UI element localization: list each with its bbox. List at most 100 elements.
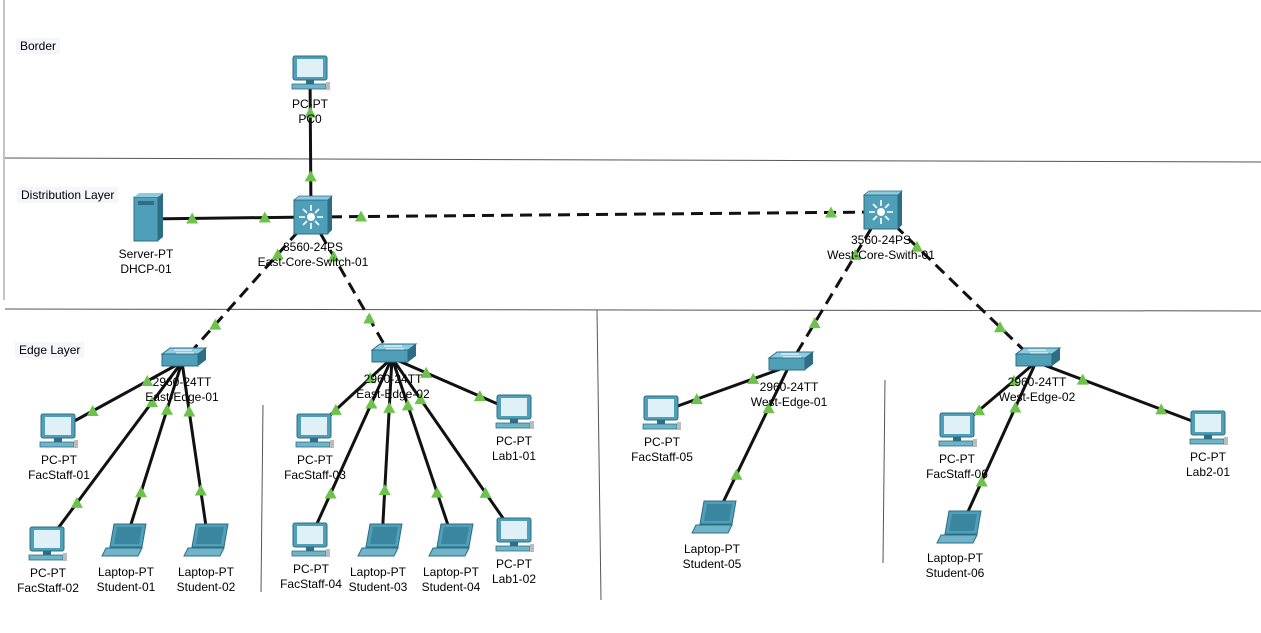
link-east_edge_02-student_03[interactable]: [380, 357, 394, 541]
port-up-indicator-facstaff_03-to: [329, 403, 342, 415]
device-facstaff-04[interactable]: [291, 522, 331, 558]
link-east_edge_01-student_02[interactable]: [180, 361, 210, 541]
device-name: FacStaff-04: [280, 577, 342, 591]
device-model: 2960-24TT: [1007, 375, 1067, 389]
device-student-03[interactable]: [357, 523, 403, 557]
port-up-indicator-west_core-to: [825, 206, 838, 218]
device-label-dhcp01: Server-PT DHCP-01: [119, 247, 174, 277]
device-east-edge-02[interactable]: [371, 343, 417, 363]
device-facstaff-03[interactable]: [295, 413, 335, 449]
laptop-icon: [357, 523, 403, 557]
link-west_edge_02-lab2_01[interactable]: [1035, 360, 1209, 429]
device-label-lab2-01: PC-PT Lab2-01: [1186, 450, 1230, 480]
link-dhcp01-east_core[interactable]: [145, 215, 312, 221]
device-label-student-02: Laptop-PT Student-02: [177, 565, 236, 595]
pc-icon: [291, 55, 331, 91]
device-facstaff-01[interactable]: [39, 413, 79, 449]
device-name: Student-05: [682, 557, 742, 571]
separator-east-edge: [260, 404, 264, 593]
pc-icon: [642, 395, 682, 431]
device-dhcp01[interactable]: [133, 192, 164, 242]
device-lab2-01[interactable]: [1189, 410, 1229, 446]
port-status-group: [70, 106, 1168, 508]
pc-icon: [495, 394, 535, 430]
laptop-icon: [936, 510, 982, 544]
port-up-indicator-east_edge_01-to: [209, 318, 222, 330]
device-label-student-06: Laptop-PT Student-06: [926, 551, 985, 581]
port-up-indicator-east_core-from: [327, 250, 340, 262]
device-lab1-02[interactable]: [495, 517, 535, 553]
port-up-indicator-west_edge_02-from: [1076, 373, 1089, 385]
device-label-student-04: Laptop-PT Student-04: [422, 565, 481, 595]
device-name: FacStaff-02: [17, 581, 79, 595]
link-pc0-east_core[interactable]: [308, 71, 313, 218]
device-name: FacStaff-01: [28, 468, 90, 482]
port-up-indicator-east_core-to: [304, 170, 317, 182]
device-facstaff-06[interactable]: [938, 412, 978, 448]
port-up-indicator-dhcp01-from: [186, 212, 199, 224]
port-up-indicator-west_edge_02-to: [994, 321, 1007, 333]
device-west-core[interactable]: [863, 190, 903, 230]
device-east-core[interactable]: [293, 195, 333, 235]
device-label-facstaff-02: PC-PT FacStaff-02: [17, 566, 79, 596]
device-west-edge-02[interactable]: [1015, 347, 1061, 367]
port-up-indicator-east_edge_02-from: [420, 366, 433, 378]
link-east_core-west_core[interactable]: [310, 210, 882, 219]
device-facstaff-05[interactable]: [642, 395, 682, 431]
device-name: East-Edge-02: [356, 387, 430, 401]
link-west_edge_02-student_06[interactable]: [959, 361, 1038, 528]
device-model: PC-PT: [495, 557, 532, 571]
device-lab1-01[interactable]: [495, 394, 535, 430]
device-west-edge-01[interactable]: [768, 351, 814, 371]
devices-group[interactable]: [28, 55, 1229, 562]
device-label-east-core: 3560-24PS East-Core-Switch-01: [258, 240, 369, 270]
link-east_core-east_edge_02[interactable]: [309, 216, 394, 359]
device-student-02[interactable]: [183, 523, 229, 557]
area-label-border: Border: [16, 38, 61, 54]
port-up-indicator-east_edge_01-from: [183, 405, 196, 417]
device-east-edge-01[interactable]: [161, 347, 207, 367]
device-model: PC-PT: [292, 97, 328, 111]
link-east_edge_02-student_04[interactable]: [390, 357, 455, 541]
link-east_edge_02-facstaff_04[interactable]: [308, 357, 394, 540]
port-up-indicator-lab1_02-to: [479, 486, 492, 498]
port-up-indicator-facstaff_05-to: [690, 393, 703, 405]
link-east_core-east_edge_01[interactable]: [180, 216, 313, 363]
device-model: PC-PT: [41, 453, 77, 467]
port-up-indicator-east_edge_01-from: [146, 396, 159, 408]
device-name: Student-02: [176, 580, 236, 594]
link-west_edge_01-student_05[interactable]: [714, 365, 791, 518]
link-west_edge_01-facstaff_05[interactable]: [660, 364, 790, 414]
link-east_edge_02-lab1_01[interactable]: [391, 356, 515, 413]
port-up-indicator-student_02-to: [194, 484, 207, 496]
device-name: FacStaff-06: [926, 467, 988, 481]
device-label-west-edge-02: 2960-24TT West-Edge-02: [999, 375, 1075, 405]
device-label-east-edge-02: 2960-24TT East-Edge-02: [356, 372, 429, 402]
device-facstaff-02[interactable]: [28, 526, 68, 562]
device-student-04[interactable]: [428, 523, 474, 557]
device-name: Student-06: [925, 566, 985, 580]
separator-border-distribution: [4, 157, 1261, 163]
device-name: East-Edge-01: [145, 390, 219, 404]
port-up-indicator-west_core-from: [910, 240, 923, 252]
device-pc0[interactable]: [291, 55, 331, 91]
link-east_edge_01-facstaff_02[interactable]: [45, 361, 184, 544]
port-up-indicator-west_edge_01-to: [808, 317, 821, 329]
laptop-icon: [101, 523, 147, 557]
device-student-06[interactable]: [936, 510, 982, 544]
port-up-indicator-east_edge_01-from: [141, 375, 154, 387]
device-name: Student-01: [96, 580, 156, 594]
device-student-05[interactable]: [691, 500, 737, 534]
link-west_core-west_edge_02[interactable]: [879, 210, 1038, 364]
device-student-01[interactable]: [101, 523, 147, 557]
port-up-indicator-east_core-from: [271, 248, 284, 260]
device-model: Laptop-PT: [683, 542, 741, 556]
device-label-east-edge-01: 2960-24TT East-Edge-01: [145, 375, 218, 405]
link-east_edge_02-lab1_02[interactable]: [390, 357, 516, 535]
link-west_core-west_edge_01[interactable]: [787, 211, 883, 367]
device-label-facstaff-04: PC-PT FacStaff-04: [280, 562, 342, 592]
link-east_edge_01-facstaff_01[interactable]: [57, 360, 183, 432]
link-east_edge_01-student_01[interactable]: [124, 361, 184, 541]
device-model: Laptop-PT: [97, 565, 155, 579]
